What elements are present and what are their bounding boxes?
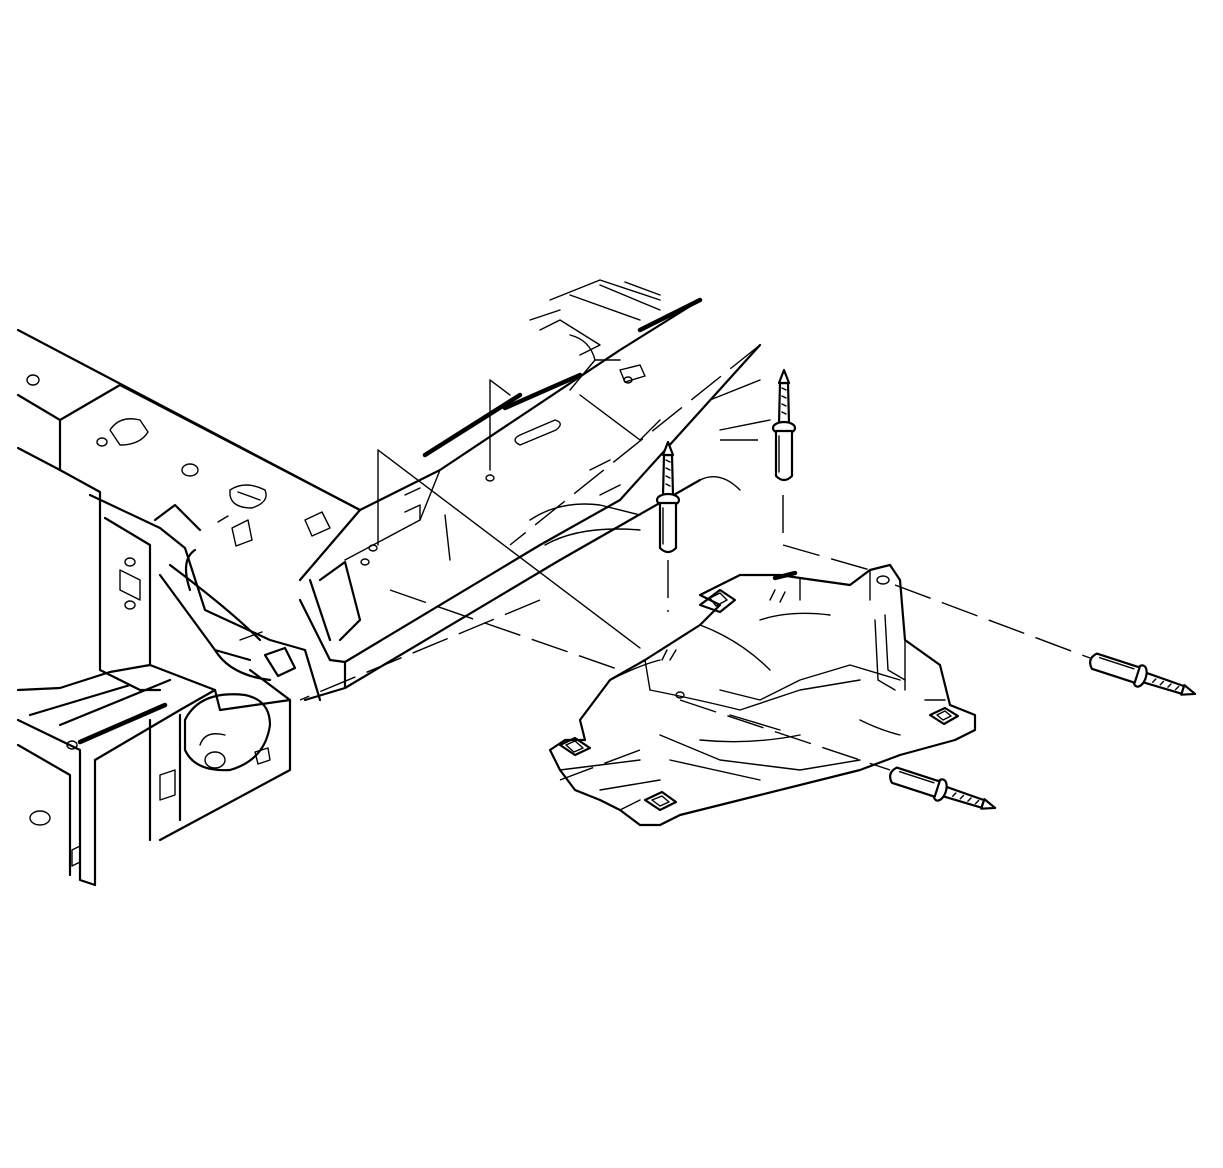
lower-shield-panel xyxy=(548,563,977,827)
push-pin-retainer-3 xyxy=(1089,652,1197,696)
push-pin-retainer-4 xyxy=(889,766,997,810)
push-pin-retainer-1 xyxy=(655,440,681,554)
push-pin-retainer-2 xyxy=(771,368,797,482)
vehicle-frame-rail xyxy=(16,279,771,702)
assembly-leader-lines xyxy=(299,344,1091,781)
lower-crossmember xyxy=(16,663,292,887)
